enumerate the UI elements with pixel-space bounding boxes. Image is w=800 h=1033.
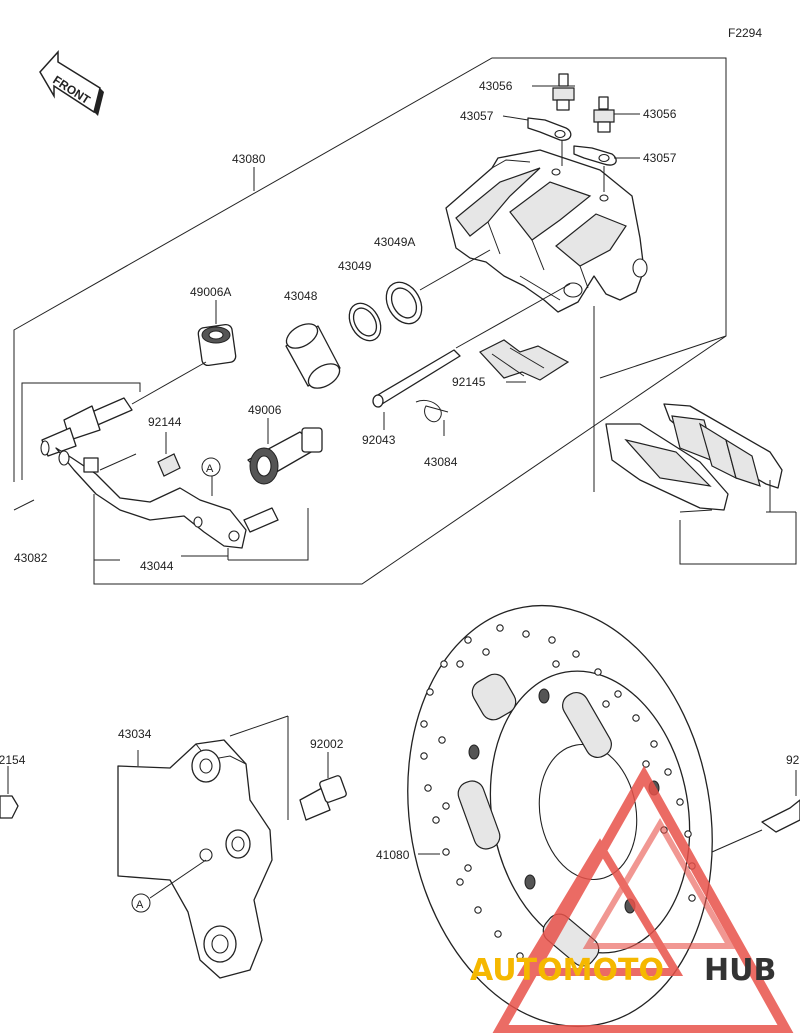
label-43057-b: 43057 [643, 151, 677, 165]
brake-pads [593, 306, 797, 565]
bleeder-cap-1 [502, 115, 572, 141]
clip-92144 [157, 432, 181, 477]
label-92144: 92144 [148, 415, 182, 429]
label-43057-a: 43057 [460, 109, 494, 123]
label-49006: 49006 [248, 403, 282, 417]
front-arrow-icon: FRONT [39, 50, 104, 116]
bracket-43044 [55, 447, 279, 549]
label-92-edge: 92 [786, 753, 800, 767]
label-92002: 92002 [310, 737, 344, 751]
label-92145: 92145 [452, 375, 486, 389]
seal-43049 [348, 302, 382, 342]
assembly-frame [13, 57, 727, 585]
callout-a-upper: A [201, 457, 221, 477]
slide-pin [40, 361, 207, 457]
brake-disc-41080 [407, 604, 713, 1028]
label-43034: 43034 [118, 727, 152, 741]
callout-a-upper-label: A [206, 463, 214, 475]
clip-43084 [415, 400, 449, 436]
disc-bolt [711, 770, 800, 853]
pad-pin-92043 [372, 283, 571, 430]
figure-code: F2294 [728, 26, 762, 40]
label-43084: 43084 [424, 455, 458, 469]
bleeder-cap-2 [573, 145, 640, 166]
label-43056-a: 43056 [479, 79, 513, 93]
boot-49006A [197, 300, 237, 367]
bolt-92154 [0, 766, 19, 819]
label-92154: 92154 [0, 753, 26, 767]
label-43049: 43049 [338, 259, 372, 273]
label-43049A: 43049A [374, 235, 415, 249]
label-43056-b: 43056 [643, 107, 677, 121]
watermark-logo [492, 765, 794, 1033]
boot-49006 [247, 418, 323, 485]
watermark-text: AUTOMOTO HUB [470, 953, 776, 988]
label-43048: 43048 [284, 289, 318, 303]
label-49006A: 49006A [190, 285, 231, 299]
callout-a-lower: A [131, 893, 151, 913]
label-43044: 43044 [140, 559, 174, 573]
bleeder-valve-2 [593, 96, 640, 133]
caliper-body [445, 140, 648, 313]
watermark-text-hub: HUB [704, 953, 776, 988]
caliper-bracket-43034 [117, 715, 289, 979]
seal-43049A [385, 281, 423, 325]
label-43080: 43080 [232, 152, 266, 166]
label-43082: 43082 [14, 551, 48, 565]
bolt-92002 [299, 752, 347, 821]
bleeder-valve-1 [532, 73, 575, 111]
label-92043: 92043 [362, 433, 396, 447]
piston-43048 [285, 323, 341, 389]
pad-spring-92145 [479, 339, 570, 383]
watermark-text-automoto: AUTOMOTO [470, 953, 664, 988]
label-41080: 41080 [376, 848, 410, 862]
callout-a-lower-label: A [136, 899, 144, 911]
